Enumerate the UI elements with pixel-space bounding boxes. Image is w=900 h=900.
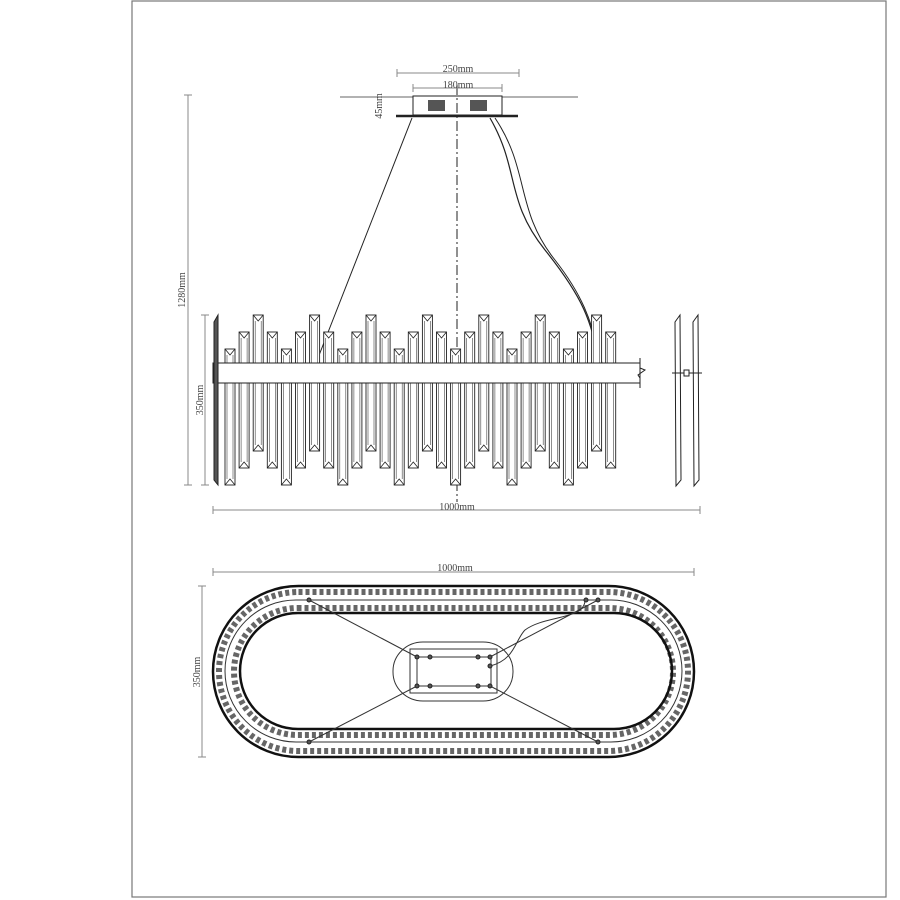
mid-ring — [224, 599, 683, 743]
crystal — [407, 331, 419, 469]
crystal — [464, 331, 476, 469]
side-strip-left — [674, 313, 682, 488]
mount-point — [475, 683, 481, 689]
crystal-row — [224, 314, 617, 486]
mount-point — [475, 654, 481, 660]
end-plate-left — [213, 313, 219, 487]
label-350-top: 350mm — [192, 657, 203, 688]
dim-180 — [412, 84, 503, 92]
outer-ring — [211, 584, 696, 759]
label-1280: 1280mm — [177, 272, 188, 308]
top-view — [211, 584, 696, 759]
canopy-vent-left — [428, 100, 445, 111]
canopy-vent-right — [470, 100, 487, 111]
canopy-outline — [392, 641, 514, 702]
cable-top-view — [489, 599, 586, 667]
suspension — [315, 117, 603, 364]
wire-top-left — [308, 599, 418, 658]
mount-point — [306, 739, 312, 745]
mount-point — [306, 597, 312, 603]
wire-bottom-left — [308, 685, 418, 743]
dim-350-top — [198, 585, 206, 758]
mount-point — [414, 683, 420, 689]
label-1000-top: 1000mm — [437, 563, 473, 574]
dim-1000-front — [212, 506, 701, 514]
crystal — [238, 331, 250, 469]
dimension-lines — [184, 69, 701, 758]
side-clamp — [683, 369, 690, 377]
label-250: 250mm — [443, 64, 474, 75]
crystal — [605, 331, 617, 469]
mount-point — [427, 683, 433, 689]
break-mark — [637, 358, 647, 388]
dim-250 — [396, 69, 520, 77]
wire-bottom-right — [489, 685, 599, 743]
side-view — [672, 313, 702, 488]
crystal — [379, 331, 391, 469]
side-strip-right — [692, 313, 700, 488]
outer-crystal-band — [216, 589, 691, 754]
crystal — [266, 331, 278, 469]
mount-point — [595, 597, 601, 603]
power-cable — [489, 117, 601, 364]
frame-bar — [212, 313, 647, 487]
crystal — [520, 331, 532, 469]
sheet-frame — [131, 0, 887, 898]
frame-bar-body — [212, 362, 641, 384]
mount-point — [487, 654, 493, 660]
mount-plate — [409, 648, 498, 694]
mount-point — [487, 663, 493, 669]
suspension-wire-right — [494, 117, 603, 364]
crystal — [492, 331, 504, 469]
crystal — [295, 331, 306, 469]
dim-350-front — [201, 314, 209, 486]
mount-plate-inner — [416, 656, 492, 687]
suspension-wire-left — [315, 117, 413, 364]
mount-point — [487, 683, 493, 689]
inner-ring — [238, 611, 674, 731]
inner-crystal-band — [231, 605, 676, 738]
mount-point — [414, 654, 420, 660]
crystal — [548, 331, 560, 469]
label-180: 180mm — [443, 80, 474, 91]
label-1000-front: 1000mm — [439, 502, 475, 513]
mount-point — [583, 597, 589, 603]
crystal — [577, 331, 588, 469]
dim-1000-top — [212, 568, 695, 576]
crystal — [323, 331, 335, 469]
mount-point — [595, 739, 601, 745]
label-45: 45mm — [374, 93, 385, 119]
mount-point — [427, 654, 433, 660]
crystal — [351, 331, 363, 469]
dim-1280 — [184, 94, 192, 486]
label-350-front: 350mm — [195, 385, 206, 416]
crystal — [436, 331, 447, 469]
